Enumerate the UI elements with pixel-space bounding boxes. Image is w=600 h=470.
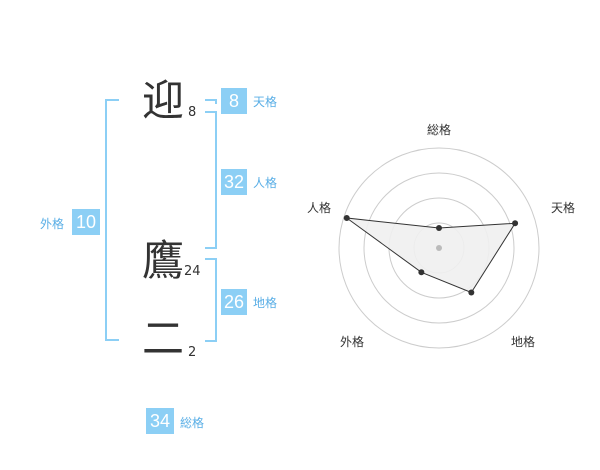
radar-label-jinkaku: 人格 xyxy=(307,201,332,215)
gaikaku-bracket xyxy=(105,99,119,341)
jinkaku-bracket xyxy=(205,111,217,249)
radar-label-soukaku: 総格 xyxy=(427,123,452,137)
radar-ring xyxy=(338,147,540,349)
soukaku-value: 34 xyxy=(146,408,174,434)
radar-ring xyxy=(363,172,515,324)
jinkaku-label: 人格 xyxy=(253,176,278,190)
name-char-1-strokes: 8 xyxy=(188,105,197,120)
radar-label-chikaku: 地格 xyxy=(511,335,536,349)
name-char-3: 二 xyxy=(142,314,185,363)
chikaku-value: 26 xyxy=(221,289,247,315)
radar-label-gaikaku: 外格 xyxy=(340,335,365,349)
radar-point xyxy=(343,215,350,222)
jinkaku-value: 32 xyxy=(221,169,247,195)
name-char-2: 鷹 xyxy=(142,236,185,285)
soukaku-label: 総格 xyxy=(180,416,205,430)
radar-point xyxy=(418,269,425,276)
radar-polygon xyxy=(344,217,517,294)
chikaku-label: 地格 xyxy=(253,296,278,310)
radar-center-dot xyxy=(436,245,442,251)
radar-point xyxy=(436,225,442,231)
tenkaku-value: 8 xyxy=(221,88,247,114)
name-char-2-strokes: 24 xyxy=(184,264,201,279)
name-char-3-strokes: 2 xyxy=(188,345,197,360)
name-char-1: 迎 xyxy=(142,76,185,125)
radar-label-tenkaku: 天格 xyxy=(551,201,576,215)
gaikaku-value: 10 xyxy=(72,209,100,235)
radar-points xyxy=(343,215,519,296)
gaikaku-label: 外格 xyxy=(40,217,65,231)
tenkaku-bracket xyxy=(205,99,217,104)
radar-point xyxy=(512,220,519,227)
radar-point xyxy=(468,289,475,296)
chikaku-bracket xyxy=(205,258,217,342)
tenkaku-label: 天格 xyxy=(253,95,278,109)
